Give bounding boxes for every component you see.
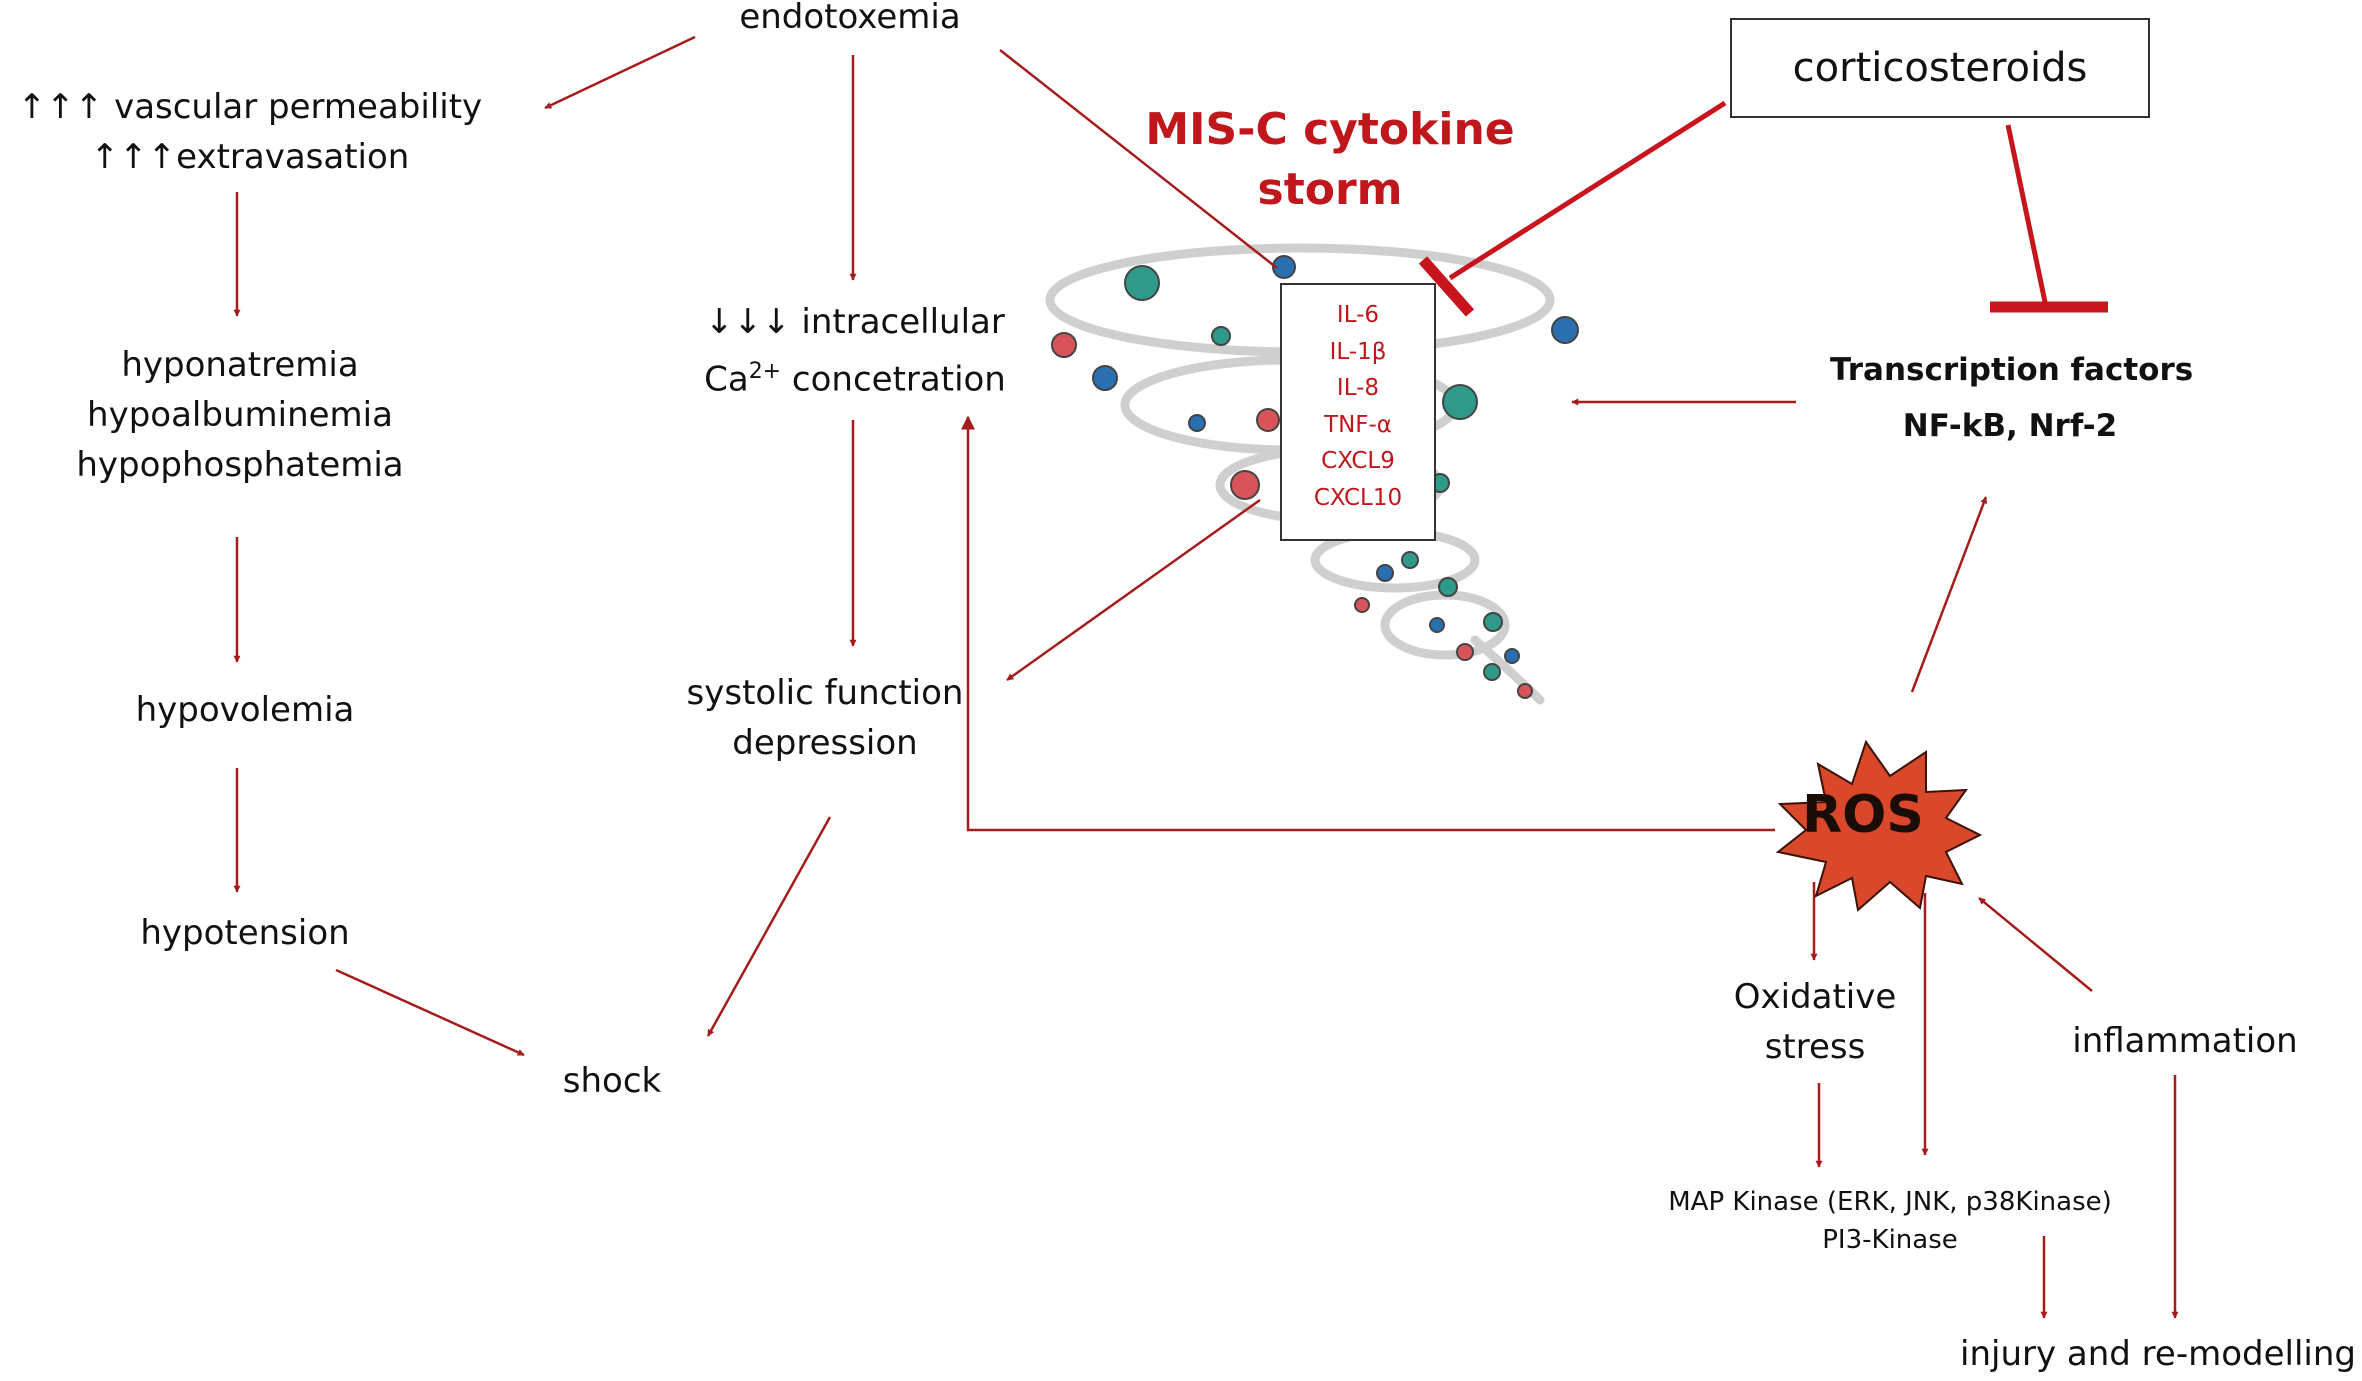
inhibitor-cortico-tf-line	[2005, 124, 2048, 303]
kinase-node: MAP Kinase (ERK, JNK, p38Kinase) PI3-Kin…	[1610, 1183, 2170, 1259]
cytokine-item: IL-8	[1336, 375, 1380, 401]
electrolytes-node: hyponatremia hypoalbuminemia hypophospha…	[40, 340, 440, 490]
line-endotoxemia-storm	[999, 49, 1278, 269]
vascular-line-2: ↑↑↑extravasation	[90, 137, 410, 177]
cytokine-item: CXCL10	[1313, 484, 1403, 511]
arrow-storm-systolic	[1006, 498, 1261, 682]
ros-label: ROS	[1802, 785, 1924, 845]
hypotension-node: hypotension	[140, 913, 350, 953]
oxidative-stress-node: Oxidative stress	[1690, 972, 1940, 1072]
calcium-ca: Ca	[704, 359, 749, 400]
electrolytes-line-2: hypoalbuminemia	[87, 395, 393, 435]
cytokine-list-box: IL-6 IL-1β IL-8 TNF-α CXCL9 CXCL10	[1280, 283, 1436, 541]
systolic-depression-node: systolic function depression	[660, 668, 990, 768]
title-line-2: storm	[1257, 164, 1403, 215]
transcription-factors-node: Transcription factors NF-kB, Nrf-2	[1830, 342, 2194, 454]
arrow-ros-transcription	[1910, 496, 1988, 693]
arrows	[233, 35, 2179, 1319]
inhibitor-cortico-storm-bar	[1418, 256, 1475, 317]
inhibitors	[1418, 100, 2108, 317]
electrolytes-line-3: hypophosphatemia	[76, 445, 404, 485]
arrow-hypotension-shock	[335, 968, 525, 1057]
arrow-endotoxemia-vascular	[544, 35, 696, 110]
oxidative-line-2: stress	[1764, 1027, 1866, 1067]
kinase-line-2: PI3-Kinase	[1822, 1225, 1958, 1255]
arrow-ros-calcium	[961, 415, 1775, 832]
oxidative-line-1: Oxidative	[1733, 977, 1897, 1017]
vascular-permeability-node: ↑↑↑ vascular permeability ↑↑↑extravasati…	[0, 82, 500, 182]
vascular-line-1: ↑↑↑ vascular permeability	[17, 87, 483, 127]
arrow-systolic-shock	[706, 816, 832, 1037]
kinase-line-1: MAP Kinase (ERK, JNK, p38Kinase)	[1668, 1187, 2112, 1217]
cytokine-item: IL-6	[1336, 302, 1380, 328]
shock-node: shock	[562, 1061, 662, 1101]
calcium-line-1: ↓↓↓ intracellular	[705, 302, 1005, 342]
title-line-1: MIS-C cytokine	[1145, 104, 1515, 155]
arrow-inflammation-ros	[1978, 897, 2093, 992]
ros-starburst	[1775, 739, 1983, 912]
hypovolemia-node: hypovolemia	[135, 690, 355, 730]
inhibitor-cortico-storm-line	[1448, 100, 1727, 281]
calcium-node: ↓↓↓ intracellular Ca2+ concetration	[665, 297, 1045, 404]
systolic-line-1: systolic function	[686, 673, 964, 713]
corticosteroids-box: corticosteroids	[1730, 18, 2150, 118]
transcription-line-1: Transcription factors	[1830, 352, 2194, 388]
cytokine-item: TNF-α	[1324, 411, 1392, 438]
cytokine-item: CXCL9	[1321, 448, 1395, 474]
calcium-concentration: concetration	[781, 359, 1006, 400]
injury-remodelling-node: injury and re-modelling	[1960, 1334, 2356, 1374]
calcium-line-2: Ca2+ concetration	[665, 347, 1045, 404]
electrolytes-line-1: hyponatremia	[121, 345, 359, 385]
endotoxemia-node: endotoxemia	[739, 0, 961, 37]
systolic-line-2: depression	[732, 723, 918, 763]
transcription-line-2: NF-kB, Nrf-2	[1902, 408, 2118, 444]
diagram-title: MIS-C cytokine storm	[1130, 100, 1530, 220]
cytokine-item: IL-1β	[1329, 338, 1387, 365]
inflammation-node: inflammation	[2072, 1021, 2298, 1061]
calcium-superscript: 2+	[748, 359, 782, 384]
